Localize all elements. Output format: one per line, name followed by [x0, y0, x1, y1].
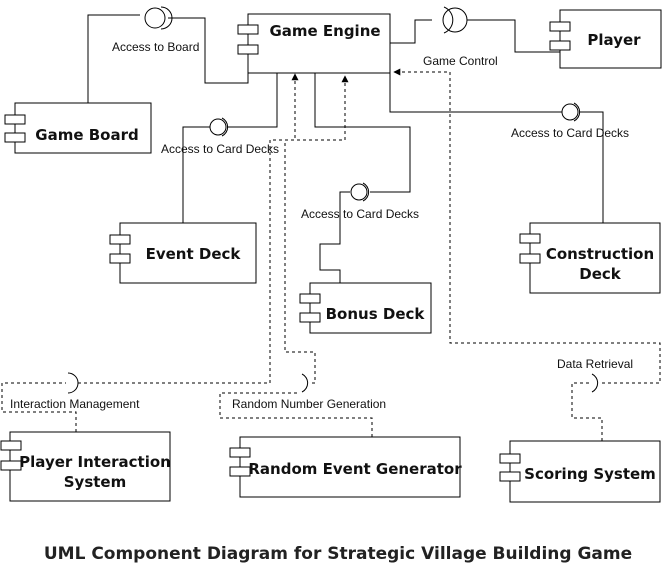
label-access-to-board: Access to Board: [112, 40, 199, 54]
game-board-label: Game Board: [35, 126, 138, 144]
component-player[interactable]: Player: [549, 9, 662, 69]
connector-bonus-deck: [314, 73, 411, 283]
random-event-generator-label: Random Event Generator: [248, 460, 462, 478]
component-game-board[interactable]: Game Board: [4, 102, 152, 154]
player-interaction-label-1: Player Interaction: [19, 453, 171, 471]
dependency-random-number-generation: [219, 75, 373, 437]
player-label: Player: [587, 31, 641, 49]
connector-game-control: [390, 6, 560, 53]
component-player-interaction-system[interactable]: Player Interaction System: [0, 431, 171, 502]
connector-event-deck: [182, 73, 278, 223]
label-random-number-generation: Random Number Generation: [232, 397, 386, 411]
label-game-control: Game Control: [423, 54, 498, 68]
component-bonus-deck[interactable]: Bonus Deck: [299, 282, 432, 334]
component-game-engine[interactable]: Game Engine: [237, 13, 391, 74]
diagram-caption: UML Component Diagram for Strategic Vill…: [44, 544, 632, 564]
label-interaction-management: Interaction Management: [10, 397, 140, 411]
scoring-system-label: Scoring System: [524, 465, 656, 483]
component-scoring-system[interactable]: Scoring System: [499, 440, 661, 503]
player-interaction-label-2: System: [64, 473, 126, 491]
component-event-deck[interactable]: Event Deck: [109, 222, 257, 284]
connector-construction-deck: [389, 73, 604, 223]
dependency-interaction-management: [1, 73, 299, 432]
label-access-card-decks-event: Access to Card Decks: [161, 142, 279, 156]
bonus-deck-label: Bonus Deck: [326, 305, 426, 323]
game-engine-label: Game Engine: [269, 22, 380, 40]
dependency-data-retrieval: [393, 68, 661, 441]
construction-deck-label-2: Deck: [579, 265, 622, 283]
label-access-card-decks-bonus: Access to Card Decks: [301, 207, 419, 221]
label-access-card-decks-construction: Access to Card Decks: [511, 126, 629, 140]
component-random-event-generator[interactable]: Random Event Generator: [229, 436, 462, 498]
connector-access-to-board: [87, 6, 249, 103]
construction-deck-label-1: Construction: [546, 245, 654, 263]
label-data-retrieval: Data Retrieval: [557, 357, 633, 371]
event-deck-label: Event Deck: [146, 245, 242, 263]
component-construction-deck[interactable]: Construction Deck: [519, 222, 661, 294]
